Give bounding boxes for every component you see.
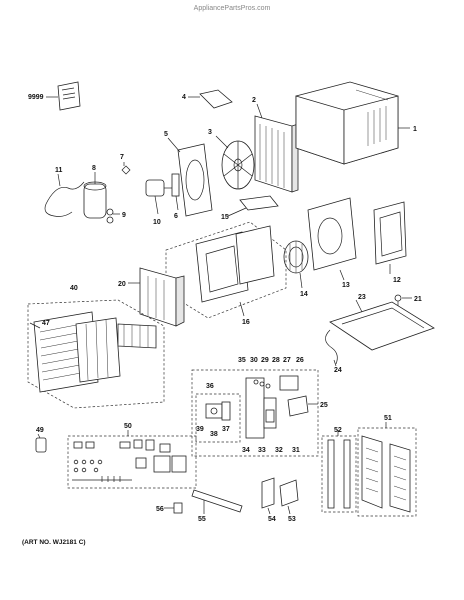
- part-51-accordion-panels[interactable]: [357, 422, 417, 517]
- callout-49: 49: [36, 427, 44, 434]
- callout-16: 16: [242, 319, 250, 326]
- callout-27: 27: [283, 357, 291, 364]
- part-49-remote[interactable]: [35, 433, 47, 453]
- callout-36: 36: [206, 383, 214, 390]
- callout-24: 24: [334, 367, 342, 374]
- callout-47: 47: [42, 320, 50, 327]
- callout-1: 1: [413, 126, 417, 133]
- part-50-hardware-kit[interactable]: [67, 430, 197, 489]
- callout-33: 33: [258, 447, 266, 454]
- callout-28: 28: [272, 357, 280, 364]
- callout-5: 5: [164, 131, 168, 138]
- part-1-cabinet[interactable]: [295, 81, 410, 165]
- callout-40: 40: [70, 285, 78, 292]
- callout-30: 30: [250, 357, 258, 364]
- part-52-side-curtains[interactable]: [321, 430, 357, 513]
- part-21-screw[interactable]: [394, 294, 412, 308]
- callout-54: 54: [268, 516, 276, 523]
- part-25-control-group[interactable]: [191, 369, 319, 457]
- callout-25: 25: [320, 402, 328, 409]
- callout-7: 7: [120, 154, 124, 161]
- part-54-bracket[interactable]: [261, 477, 275, 515]
- callout-34: 34: [242, 447, 250, 454]
- part-56-label[interactable]: [164, 502, 183, 514]
- callout-51: 51: [384, 415, 392, 422]
- part-6-bracket[interactable]: [171, 173, 180, 211]
- callout-4: 4: [182, 94, 186, 101]
- callout-12: 12: [393, 277, 401, 284]
- callout-35: 35: [238, 357, 246, 364]
- part-2-condenser-coil[interactable]: [254, 103, 299, 193]
- part-55-rail[interactable]: [191, 489, 243, 514]
- callout-52: 52: [334, 427, 342, 434]
- part-20-evaporator-coil[interactable]: [128, 267, 185, 327]
- part-5-shroud[interactable]: [167, 137, 213, 217]
- art-number: (ART NO. WJ2181 C): [22, 539, 86, 546]
- callout-labels: 9999 4 2 1 5 3 7 11 8 9 10 6 15 12 13 14…: [28, 94, 422, 523]
- callout-55: 55: [198, 516, 206, 523]
- part-11-tubing[interactable]: [44, 173, 85, 217]
- callout-23: 23: [358, 294, 366, 301]
- part-14-blower-wheel[interactable]: [283, 240, 309, 289]
- callout-21: 21: [414, 296, 422, 303]
- part-15-strip[interactable]: [227, 195, 279, 217]
- part-23-base-pan[interactable]: [329, 299, 435, 351]
- callout-31: 31: [292, 447, 300, 454]
- part-3-fan-blade[interactable]: [215, 135, 255, 190]
- part-10-fan-motor[interactable]: [145, 179, 172, 215]
- callout-26: 26: [296, 357, 304, 364]
- part-53-bracket[interactable]: [279, 479, 299, 515]
- callout-39: 39: [196, 426, 204, 433]
- callout-10: 10: [153, 219, 161, 226]
- part-12-panel[interactable]: [373, 201, 407, 274]
- callout-9: 9: [122, 212, 126, 219]
- part-8-compressor[interactable]: [83, 172, 107, 219]
- callout-50: 50: [124, 423, 132, 430]
- callout-20: 20: [118, 281, 126, 288]
- callout-29: 29: [261, 357, 269, 364]
- callout-14: 14: [300, 291, 308, 298]
- callout-56: 56: [156, 506, 164, 513]
- callout-9999: 9999: [28, 94, 44, 101]
- callout-13: 13: [342, 282, 350, 289]
- callout-53: 53: [288, 516, 296, 523]
- part-24-cord[interactable]: [325, 329, 338, 367]
- part-36-control-subgroup[interactable]: [195, 393, 241, 443]
- callout-38: 38: [210, 431, 218, 438]
- part-9999-manual[interactable]: [46, 81, 81, 111]
- callout-8: 8: [92, 165, 96, 172]
- part-9-grommet[interactable]: [106, 208, 120, 224]
- part-47-front-panel[interactable]: [29, 311, 157, 393]
- part-16-bulkhead-group[interactable]: [165, 221, 287, 319]
- part-7-clip[interactable]: [121, 162, 131, 175]
- callout-2: 2: [252, 97, 256, 104]
- callout-32: 32: [275, 447, 283, 454]
- callout-6: 6: [174, 213, 178, 220]
- callout-15: 15: [221, 214, 229, 221]
- part-4-cover[interactable]: [188, 89, 233, 109]
- watermark: AppliancePartsPros.com: [194, 5, 271, 12]
- callout-3: 3: [208, 129, 212, 136]
- callout-11: 11: [55, 167, 63, 174]
- part-13-housing[interactable]: [307, 197, 357, 281]
- part-40-front-grille-group[interactable]: [27, 299, 165, 409]
- callout-37: 37: [222, 426, 230, 433]
